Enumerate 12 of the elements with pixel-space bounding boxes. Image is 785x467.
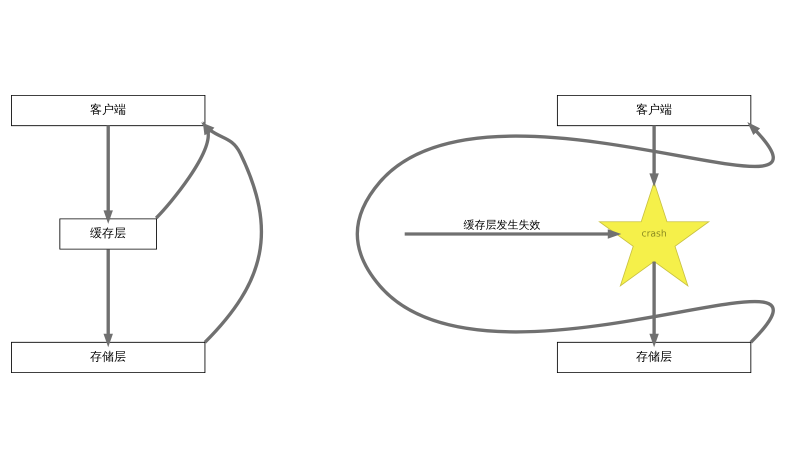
node-box: 客户端 bbox=[11, 94, 206, 126]
node-box: 存储层 bbox=[556, 341, 752, 373]
arrow bbox=[649, 125, 659, 186]
arrow bbox=[649, 261, 659, 347]
node-box: 缓存层 bbox=[59, 218, 157, 250]
edge-label: 缓存层发生失效 bbox=[464, 218, 541, 231]
arrow bbox=[404, 228, 622, 238]
node-box: 存储层 bbox=[11, 341, 206, 373]
arrow bbox=[103, 125, 113, 224]
arrow bbox=[103, 248, 113, 347]
arrow bbox=[356, 122, 774, 343]
node-box: 客户端 bbox=[556, 94, 752, 126]
